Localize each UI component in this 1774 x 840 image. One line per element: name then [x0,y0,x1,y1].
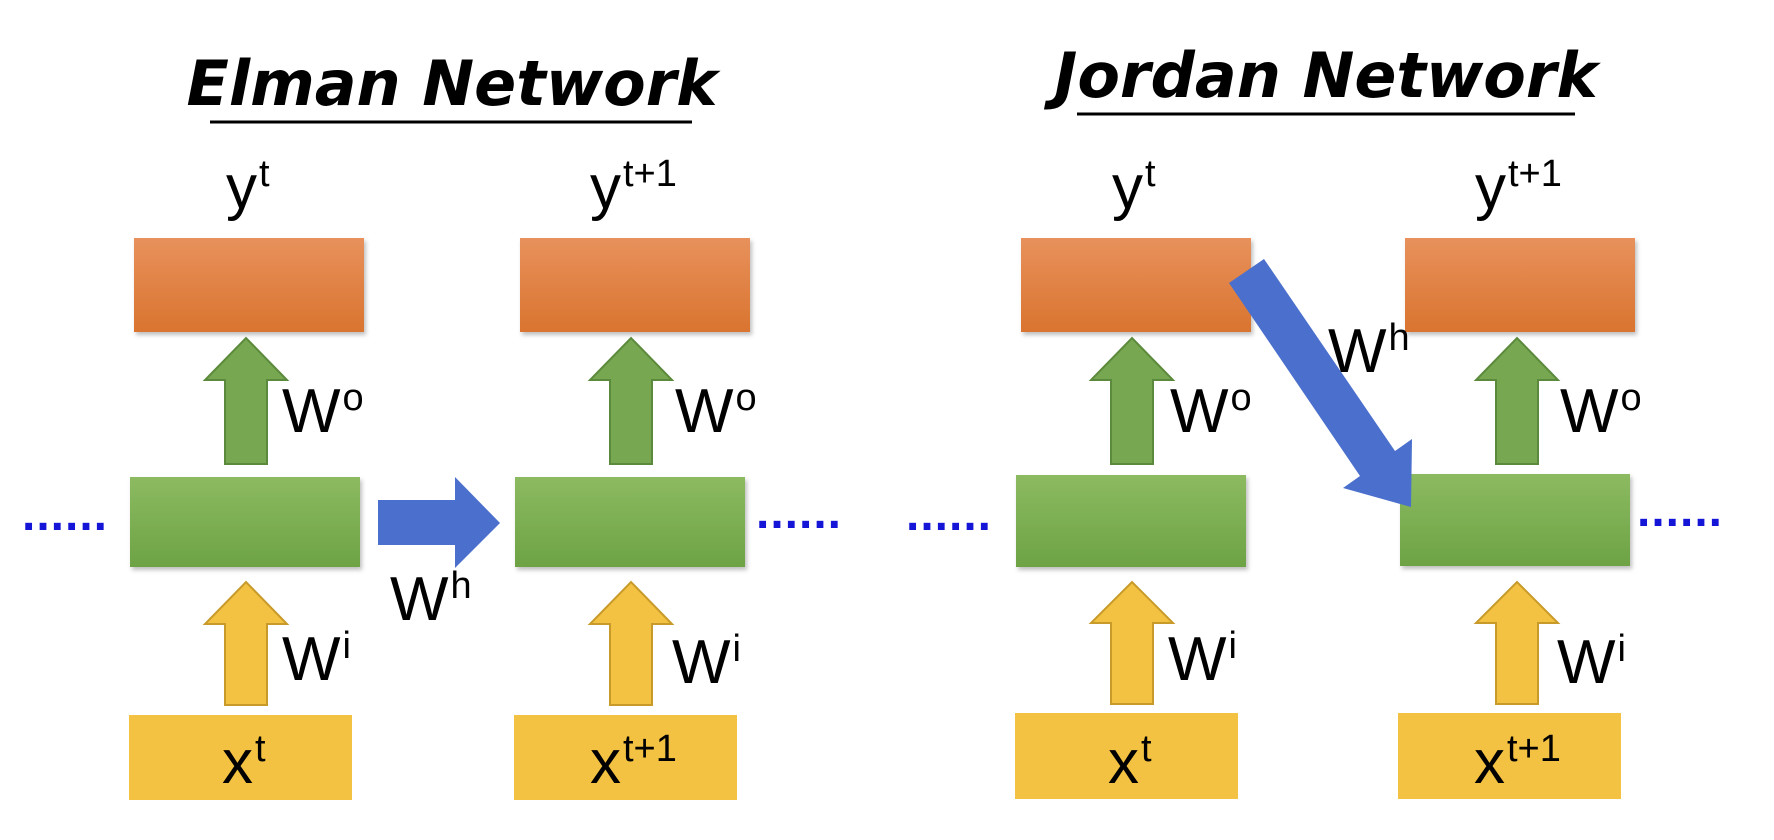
elman-wo-arrow-t [202,336,290,465]
elman-input-label-t1: xt+1 [590,728,677,797]
elman-title: Elman Network [186,47,721,120]
jordan-title: Jordan Network [1043,39,1601,112]
elman-network: Elman Network yt Wo Wi xt yt+1 Wo Wi xt+… [22,47,842,800]
jordan-output-label-t: yt [1112,153,1156,222]
jordan-wh-arrow [1229,259,1412,507]
elman-wo-label-t1: Wo [675,377,757,446]
elman-output-label-t1: yt+1 [590,153,677,222]
jordan-step-t1: yt+1 Wo Wi xt+1 [1398,153,1642,799]
elman-hidden-node-t1 [515,477,745,567]
jordan-input-node-t1 [1398,713,1621,799]
elman-input-node-t1 [514,715,737,800]
jordan-output-node-t [1021,238,1251,332]
elman-dots-left: ...... [22,488,108,541]
elman-wh-label: Wh [390,565,472,634]
jordan-wi-arrow-t [1088,580,1176,705]
elman-wi-label-t1: Wi [672,628,741,697]
elman-input-label-t: xt [222,728,266,797]
jordan-output-node-t1 [1405,238,1635,332]
jordan-wi-label-t: Wi [1168,625,1237,694]
jordan-step-t: yt Wo Wi xt [1015,153,1252,799]
jordan-wo-arrow-t1 [1473,336,1561,465]
jordan-hidden-node-t [1016,475,1246,567]
elman-wi-label-t: Wi [282,625,351,694]
elman-input-node-t [129,715,352,800]
elman-output-label-t: yt [226,153,270,222]
jordan-wo-arrow-t [1088,336,1176,465]
elman-output-node-t [134,238,364,332]
jordan-wh-label: Wh [1328,317,1410,386]
jordan-input-label-t: xt [1108,728,1152,797]
elman-dots-right: ...... [756,486,842,539]
elman-hidden-node-t [130,477,360,567]
jordan-wi-label-t1: Wi [1557,628,1626,697]
elman-step-t: yt Wo Wi xt [129,153,364,800]
jordan-dots-left: ...... [906,488,992,541]
jordan-input-label-t1: xt+1 [1474,728,1561,797]
jordan-input-node-t [1015,713,1238,799]
jordan-output-label-t1: yt+1 [1475,153,1562,222]
elman-wi-arrow-t [202,580,290,706]
elman-wo-arrow-t1 [587,336,675,465]
elman-wi-arrow-t1 [587,580,675,706]
elman-step-t1: yt+1 Wo Wi xt+1 [514,153,757,800]
elman-wh-arrow [378,477,500,568]
jordan-hidden-node-t1 [1400,474,1630,566]
jordan-dots-right: ...... [1637,484,1723,537]
jordan-wi-arrow-t1 [1473,580,1561,705]
jordan-network: Jordan Network yt Wo Wi xt yt+1 Wo Wi xt… [906,39,1723,799]
elman-wo-label-t: Wo [282,377,364,446]
jordan-wo-label-t1: Wo [1560,377,1642,446]
jordan-wo-label-t: Wo [1170,377,1252,446]
elman-output-node-t1 [520,238,750,332]
